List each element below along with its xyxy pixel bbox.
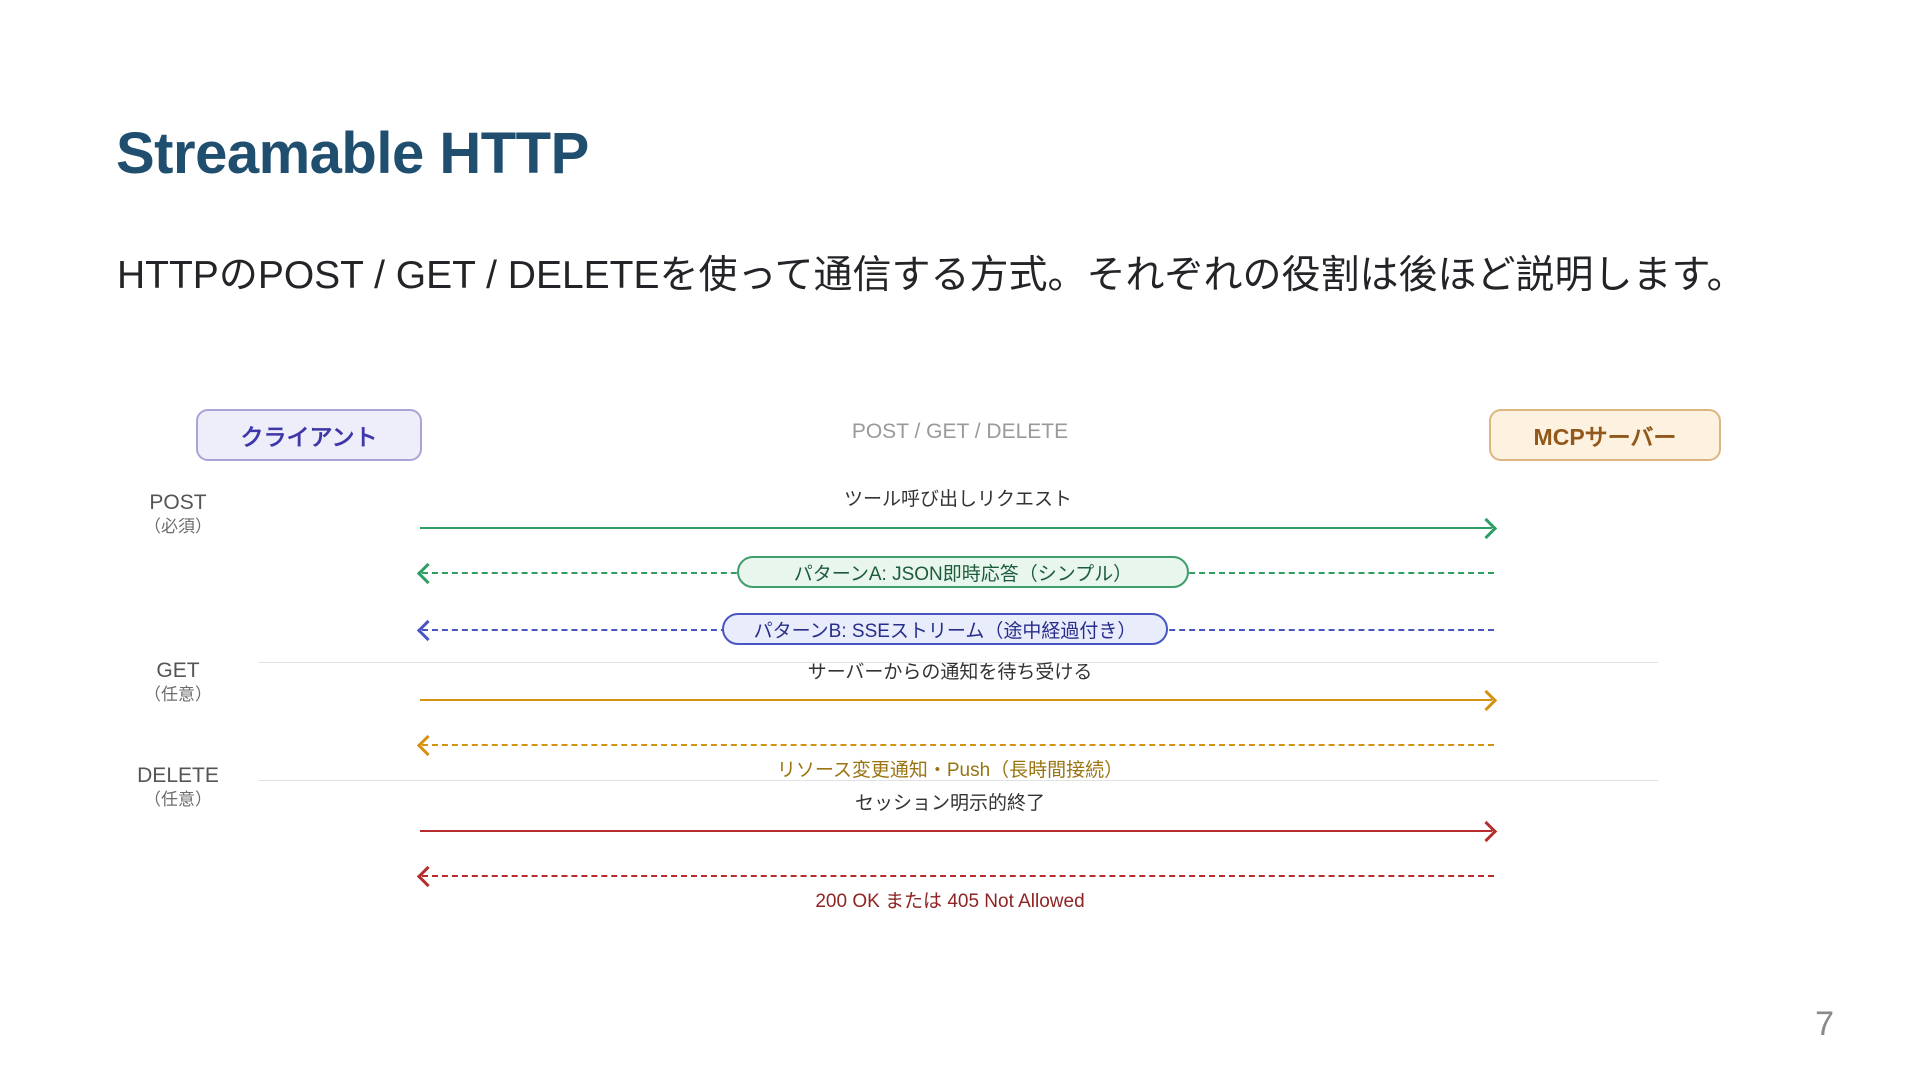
arrowhead-left-icon (416, 865, 439, 888)
message-arrow-get-listen (420, 689, 1498, 712)
method-label-delete-name: DELETE (137, 764, 219, 787)
diagram-center-caption: POST / GET / DELETE (851, 420, 1069, 443)
diagram-node-server: MCPサーバー (1489, 409, 1721, 461)
method-label-delete: DELETE （任意） (88, 763, 268, 811)
method-label-post-optionality: （必須） (144, 517, 212, 537)
arrowhead-left-icon (416, 562, 439, 585)
method-label-post-name: POST (149, 491, 207, 514)
diagram-node-client: クライアント (196, 409, 422, 461)
method-label-get: GET （任意） (88, 658, 268, 706)
message-label-post-request: ツール呼び出しリクエスト (843, 489, 1072, 510)
method-label-get-optionality: （任意） (144, 685, 212, 705)
section-divider-get-delete (258, 780, 1658, 781)
method-label-get-name: GET (156, 659, 200, 682)
message-label-get-listen: サーバーからの通知を待ち受ける (807, 662, 1093, 683)
method-label-delete-optionality: （任意） (144, 790, 212, 810)
diagram-node-server-label: MCPサーバー (1533, 424, 1677, 450)
pattern-b-pill: パターンB: SSEストリーム（途中経過付き） (722, 613, 1168, 645)
arrowhead-left-icon (416, 734, 439, 757)
message-label-delete-close: セッション明示的終了 (854, 793, 1045, 814)
method-label-post: POST （必須） (88, 490, 268, 538)
arrowhead-right-icon (1475, 820, 1498, 843)
arrowhead-right-icon (1475, 517, 1498, 540)
page-number: 7 (1815, 1005, 1834, 1043)
slide-subtitle: HTTPのPOST / GET / DELETEを使って通信する方式。それぞれの… (117, 254, 1746, 297)
section-divider-post-get (258, 662, 1658, 663)
arrowhead-right-icon (1475, 689, 1498, 712)
arrowhead-left-icon (416, 619, 439, 642)
message-arrow-get-push (416, 734, 1494, 757)
diagram-node-client-label: クライアント (240, 424, 378, 450)
sequence-diagram: クライアント MCPサーバー POST / GET / DELETE POST … (0, 400, 1920, 930)
pattern-a-pill: パターンA: JSON即時応答（シンプル） (737, 556, 1189, 588)
pattern-b-label: パターンB: SSEストリーム（途中経過付き） (753, 620, 1137, 642)
message-arrow-post-request (420, 517, 1498, 540)
message-arrow-delete-ack (416, 865, 1494, 888)
message-label-delete-ack: 200 OK または 405 Not Allowed (815, 891, 1085, 912)
page-title: Streamable HTTP (116, 121, 589, 186)
message-label-get-push: リソース変更通知・Push（長時間接続） (776, 760, 1124, 781)
message-arrow-delete-close (420, 820, 1498, 843)
pattern-a-label: パターンA: JSON即時応答（シンプル） (793, 563, 1133, 585)
